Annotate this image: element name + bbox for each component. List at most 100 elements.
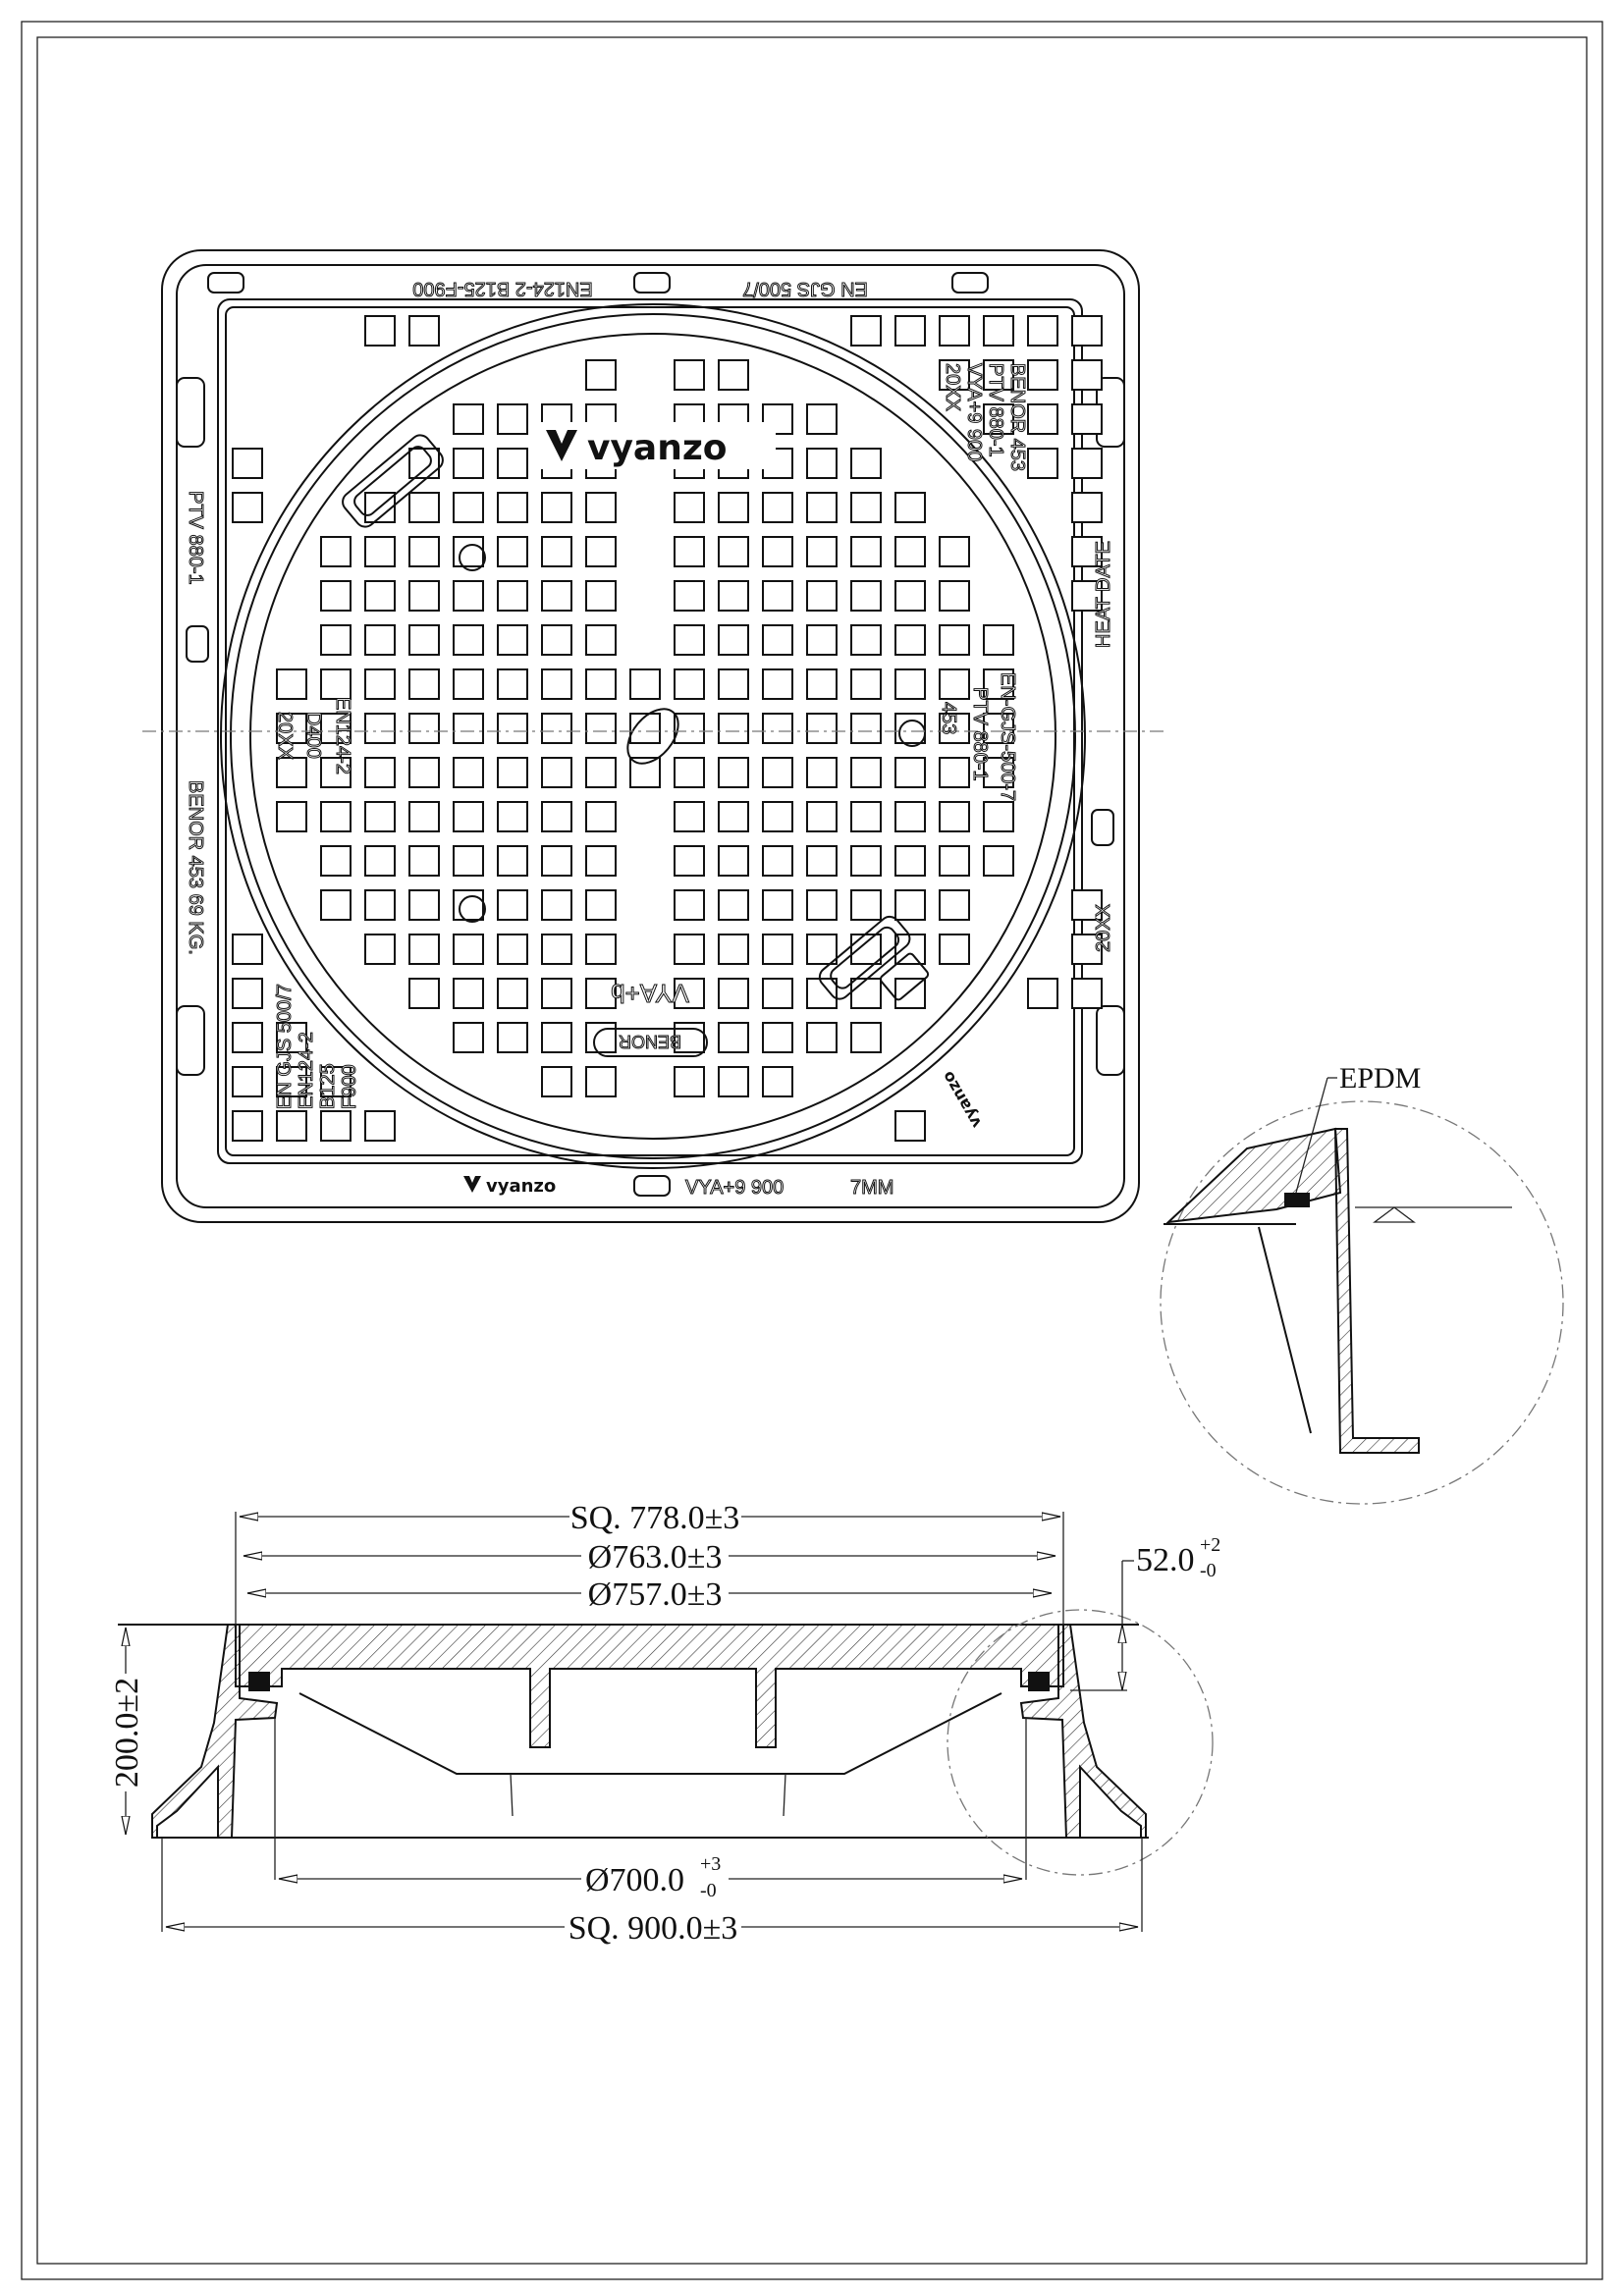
grate-opening [939, 624, 970, 656]
grate-opening [232, 934, 263, 965]
grate-opening [497, 668, 528, 700]
grate-opening [408, 713, 440, 744]
dim-dia-700-tol-upper: +3 [700, 1853, 721, 1875]
frame-lug [176, 1005, 205, 1076]
grate-opening [806, 713, 838, 744]
grate-opening [232, 978, 263, 1009]
grate-opening [718, 536, 749, 567]
grate-opening [718, 580, 749, 612]
grate-opening [276, 668, 307, 700]
grate-opening [983, 668, 1014, 700]
grate-opening [629, 668, 661, 700]
grate-opening [850, 889, 882, 921]
grate-opening [983, 315, 1014, 347]
detail-circle [1160, 1100, 1564, 1505]
grate-opening [453, 668, 484, 700]
grate-opening [541, 757, 572, 788]
grate-opening [806, 757, 838, 788]
dim-label-bg [581, 1574, 729, 1611]
grate-opening [320, 1066, 352, 1097]
grate-opening [408, 315, 440, 347]
left-strip-mark-2: BENOR 453 69 KG. [185, 780, 206, 955]
grate-opening [276, 1022, 307, 1053]
grate-opening [894, 536, 926, 567]
bottom-left-mark-2: EN124-2 [296, 1032, 317, 1109]
center-bottom-mark: VYA+b [611, 979, 689, 1008]
frame-slot [207, 272, 244, 294]
grate-opening [320, 713, 352, 744]
grate-opening [939, 889, 970, 921]
grate-opening [1071, 315, 1103, 347]
plan-view: EN124-2 B125-F900 EN GJS 500/7 BENOR 453… [142, 249, 1168, 1223]
grate-opening [762, 668, 793, 700]
grate-opening [453, 757, 484, 788]
top-right-mark-1: BENOR 453 [1006, 363, 1028, 471]
grate-opening [674, 536, 705, 567]
top-strip-standard: EN124-2 B125-F900 [412, 278, 592, 299]
grate-opening [276, 757, 307, 788]
grate-opening [232, 448, 263, 479]
grate-opening [850, 978, 882, 1009]
grate-opening [762, 1022, 793, 1053]
grate-opening [585, 934, 617, 965]
grate-opening [453, 1022, 484, 1053]
grate-opening [497, 448, 528, 479]
grate-opening [1071, 536, 1103, 567]
grate-opening [718, 624, 749, 656]
grate-opening [585, 713, 617, 744]
grate-opening [939, 580, 970, 612]
grate-opening [983, 359, 1014, 391]
grate-opening [983, 845, 1014, 877]
grate-opening [541, 580, 572, 612]
grate-opening [585, 845, 617, 877]
grate-opening [1027, 315, 1058, 347]
bottom-strip-thickness: 7MM [850, 1177, 893, 1199]
cover-inner-ring [249, 333, 1056, 1140]
vyanzo-logo-icon [546, 430, 577, 461]
grate-opening [850, 492, 882, 523]
grate-opening [1027, 403, 1058, 435]
grate-opening [1071, 934, 1103, 965]
cover-ring [230, 313, 1076, 1159]
grate-opening [939, 845, 970, 877]
frame-outer [161, 249, 1140, 1223]
grate-opening [364, 536, 396, 567]
center-keyhole [626, 708, 679, 765]
cover-cross-section [235, 1624, 1064, 1748]
sheet-outer-border [21, 21, 1603, 2280]
grate-opening [806, 801, 838, 832]
grate-opening [762, 889, 793, 921]
seal-left [248, 1672, 270, 1691]
grate-opening [320, 536, 352, 567]
grate-opening [1071, 580, 1103, 612]
grate-opening [453, 536, 484, 567]
grate-opening [364, 845, 396, 877]
grate-opening [806, 889, 838, 921]
grate-opening [894, 580, 926, 612]
grate-opening [232, 1066, 263, 1097]
epdm-leader [1295, 1077, 1328, 1194]
right-strip-heat-date: HEAT DATE [1093, 541, 1114, 648]
grate-opening [541, 889, 572, 921]
grate-opening [1071, 403, 1103, 435]
frame-inner-line [1258, 1226, 1312, 1434]
grate-opening [894, 845, 926, 877]
bottom-left-mark-1: EN GJS 500/7 [274, 984, 296, 1109]
epdm-label: EPDM [1339, 1062, 1421, 1095]
bottom-left-mark-4: F900 [339, 1064, 360, 1109]
grate-opening [762, 1066, 793, 1097]
grate-opening [453, 492, 484, 523]
grate-opening [762, 713, 793, 744]
grate-opening [497, 713, 528, 744]
bottom-left-mark-3: B125 [317, 1063, 339, 1109]
grate-opening [453, 889, 484, 921]
cover-hole [459, 544, 486, 571]
grate-opening [453, 713, 484, 744]
grate-opening [1071, 889, 1103, 921]
grate-opening [939, 668, 970, 700]
grate-opening [364, 713, 396, 744]
detail-callout-circle [947, 1609, 1214, 1876]
grate-opening [1071, 359, 1103, 391]
grate-opening [939, 536, 970, 567]
grate-opening [674, 978, 705, 1009]
